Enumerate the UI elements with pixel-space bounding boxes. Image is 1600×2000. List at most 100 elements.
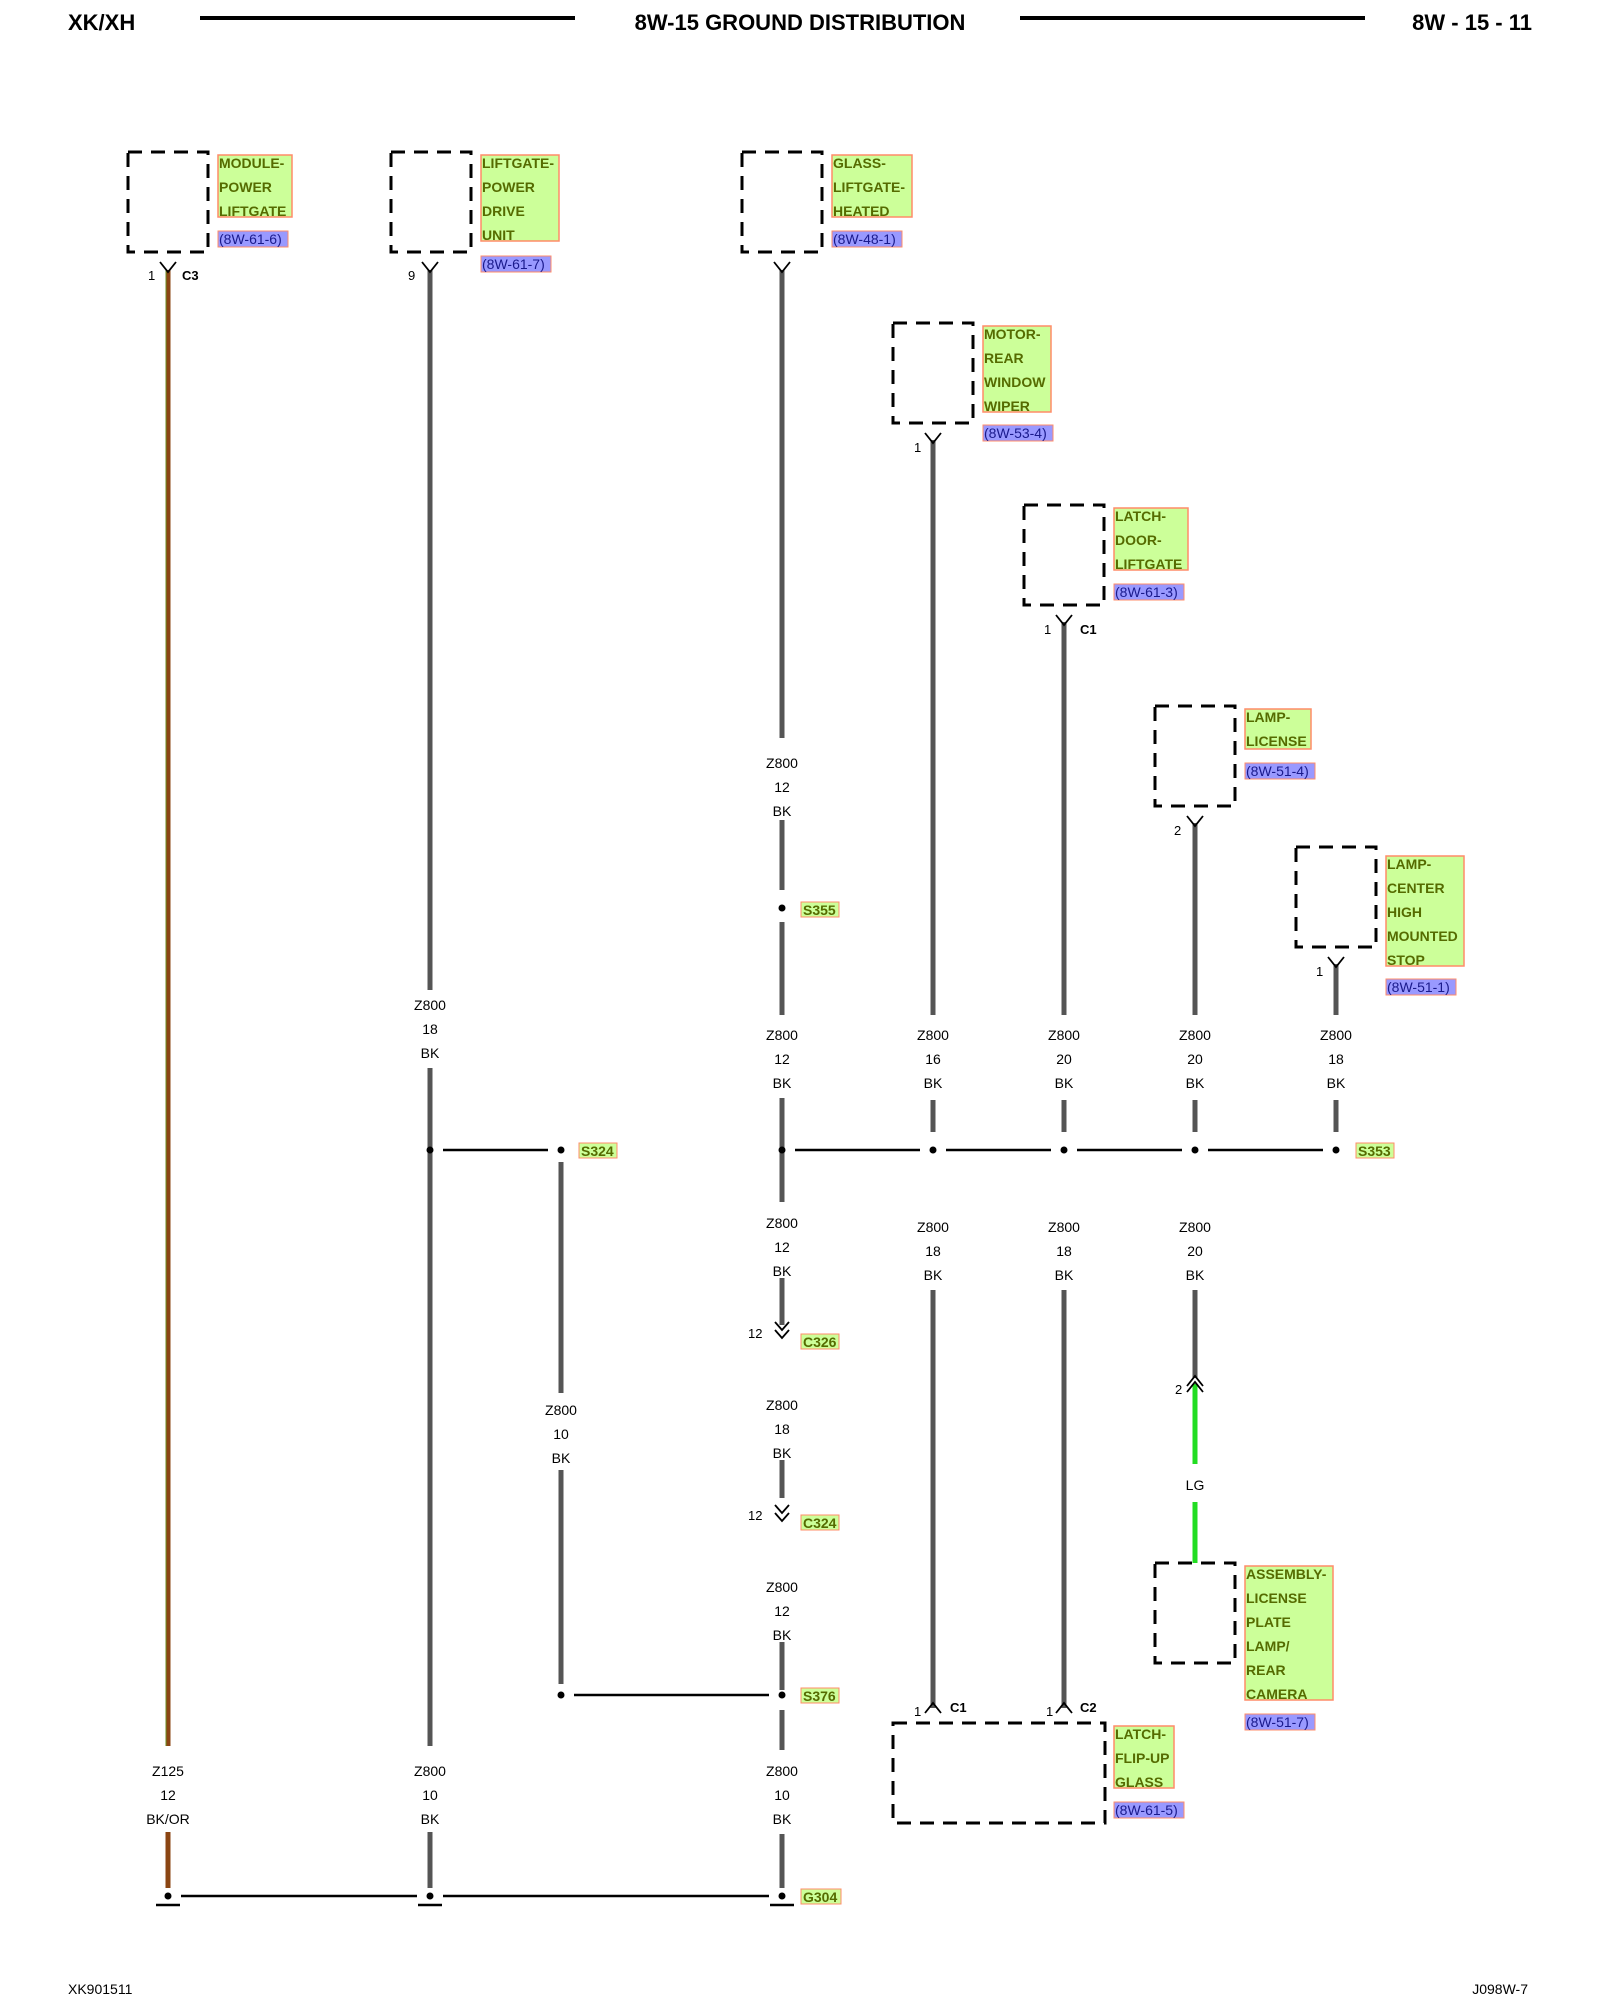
label-bg bbox=[1113, 507, 1189, 571]
component-label-line: ASSEMBLY- bbox=[1246, 1566, 1327, 1582]
bus-lines bbox=[181, 1148, 1323, 1898]
splice-label[interactable]: S324 bbox=[581, 1143, 614, 1159]
terminal-symbol bbox=[1055, 614, 1073, 627]
component-label-line: GLASS- bbox=[833, 155, 886, 171]
box-module-power-liftgate bbox=[126, 150, 210, 254]
ground-label[interactable]: G304 bbox=[803, 1889, 837, 1905]
splice-label[interactable]: S353 bbox=[1358, 1143, 1391, 1159]
wire-gauge: 12 bbox=[774, 1603, 790, 1619]
component-ref-link[interactable]: (8W-51-7) bbox=[1246, 1714, 1309, 1730]
wire-circuit: Z125 bbox=[152, 1763, 184, 1779]
label-bg bbox=[831, 154, 913, 218]
pin-labels: 1 C3 9 1 1 C1 2 1 2 1 C1 1 C2 12 12 bbox=[148, 268, 1323, 1719]
terminal-symbol bbox=[1186, 815, 1204, 828]
component-label-line: LAMP- bbox=[1246, 709, 1291, 725]
wires bbox=[165, 270, 1339, 1888]
ref-bg bbox=[1113, 1801, 1185, 1819]
component-ref-link[interactable]: (8W-61-6) bbox=[219, 231, 282, 247]
splice-label[interactable]: S355 bbox=[803, 902, 836, 918]
box-latch-door-liftgate bbox=[1022, 503, 1106, 607]
pin-number: 1 bbox=[148, 268, 155, 283]
pin-terminals bbox=[159, 261, 1345, 1714]
component-ref-link[interactable]: (8W-53-4) bbox=[984, 425, 1047, 441]
wire-circuit: Z800 bbox=[766, 1397, 798, 1413]
component-label-line: UNIT bbox=[482, 227, 515, 243]
component-label-line: WIPER bbox=[984, 398, 1030, 414]
box-glass-liftgate-heated bbox=[740, 150, 824, 254]
splice-dot bbox=[778, 1691, 786, 1699]
component-label-line: DRIVE bbox=[482, 203, 525, 219]
ref-bg bbox=[1113, 583, 1185, 601]
splice-dot bbox=[778, 1892, 786, 1900]
ref-bg bbox=[480, 255, 552, 273]
component-label-line: REAR bbox=[984, 350, 1024, 366]
terminal-symbol bbox=[924, 1701, 942, 1714]
wire-gauge: 16 bbox=[925, 1051, 941, 1067]
box-lamp-license bbox=[1153, 704, 1237, 808]
component-ref-link[interactable]: (8W-51-1) bbox=[1387, 979, 1450, 995]
wire-circuit: Z800 bbox=[766, 1215, 798, 1231]
pin-number: 12 bbox=[748, 1508, 762, 1523]
component-label-line: MOTOR- bbox=[984, 326, 1041, 342]
component-label-line: WINDOW bbox=[984, 374, 1046, 390]
wire-gauge: 10 bbox=[553, 1426, 569, 1442]
terminal-symbol bbox=[1186, 1374, 1204, 1387]
wire-color: BK bbox=[421, 1811, 440, 1827]
splice-labels: S355 S324 S353 S376 G304 C326 C324 bbox=[578, 901, 1395, 1905]
wire-gauge: 12 bbox=[774, 1239, 790, 1255]
component-ref-link[interactable]: (8W-48-1) bbox=[833, 231, 896, 247]
wire-color: BK bbox=[421, 1045, 440, 1061]
component-boxes bbox=[126, 150, 1378, 1825]
wire-gauge: 12 bbox=[774, 779, 790, 795]
label-bg bbox=[1385, 855, 1465, 967]
wire-gauge: 10 bbox=[774, 1787, 790, 1803]
wire-gauge: 10 bbox=[422, 1787, 438, 1803]
component-ref-link[interactable]: (8W-61-3) bbox=[1115, 584, 1178, 600]
footer-right: J098W-7 bbox=[1472, 1981, 1528, 1997]
component-label-line: POWER bbox=[482, 179, 535, 195]
component-ref-link[interactable]: (8W-61-7) bbox=[482, 256, 545, 272]
splice-dot bbox=[929, 1146, 937, 1154]
component-label-line: MOUNTED bbox=[1387, 928, 1458, 944]
inline-connector-label[interactable]: C324 bbox=[803, 1515, 837, 1531]
wire-circuit: Z800 bbox=[1048, 1027, 1080, 1043]
ref-bg bbox=[1244, 762, 1316, 780]
terminal-symbol bbox=[1186, 1380, 1204, 1393]
ref-bg bbox=[217, 230, 289, 248]
component-label-line: CAMERA bbox=[1246, 1686, 1307, 1702]
splice-label-bg bbox=[800, 901, 840, 918]
box-latch-flip-up-glass bbox=[891, 1721, 1107, 1825]
wire-circuit: Z800 bbox=[917, 1219, 949, 1235]
component-label-line: LAMP/ bbox=[1246, 1638, 1290, 1654]
wire-circuit: Z800 bbox=[1320, 1027, 1352, 1043]
terminal-symbol bbox=[924, 432, 942, 445]
pin-number: 1 bbox=[1316, 964, 1323, 979]
splice-dot bbox=[557, 1146, 565, 1154]
pin-number: 1 bbox=[914, 440, 921, 455]
component-label-line: LATCH- bbox=[1115, 1726, 1166, 1742]
component-ref-link[interactable]: (8W-51-4) bbox=[1246, 763, 1309, 779]
label-bg bbox=[982, 325, 1052, 413]
header-right: 8W - 15 - 11 bbox=[1412, 10, 1532, 35]
component-ref-link[interactable]: (8W-61-5) bbox=[1115, 1802, 1178, 1818]
inline-connector-label[interactable]: C326 bbox=[803, 1334, 837, 1350]
box-lamp-chms bbox=[1294, 845, 1378, 949]
splice-dot bbox=[778, 904, 786, 912]
splice-label-bg bbox=[800, 1687, 840, 1704]
splice-dot bbox=[426, 1892, 434, 1900]
component-label-line: STOP bbox=[1387, 952, 1425, 968]
connector-id: C3 bbox=[182, 268, 199, 283]
splice-label[interactable]: S376 bbox=[803, 1688, 836, 1704]
wire-gauge: 18 bbox=[422, 1021, 438, 1037]
splice-dot bbox=[1060, 1146, 1068, 1154]
wire-circuit: Z800 bbox=[766, 755, 798, 771]
inline-connector-symbol bbox=[774, 1512, 790, 1523]
terminal-symbol bbox=[1327, 956, 1345, 969]
wire-color: BK bbox=[1327, 1075, 1346, 1091]
component-label-line: MODULE- bbox=[219, 155, 285, 171]
wire-circuit: Z800 bbox=[414, 997, 446, 1013]
wire-gauge: 18 bbox=[1056, 1243, 1072, 1259]
component-labels: MODULE- POWER LIFTGATE (8W-61-6) LIFTGAT… bbox=[217, 154, 1465, 1819]
wire-color: BK/OR bbox=[146, 1811, 190, 1827]
label-bg bbox=[1113, 1725, 1175, 1789]
